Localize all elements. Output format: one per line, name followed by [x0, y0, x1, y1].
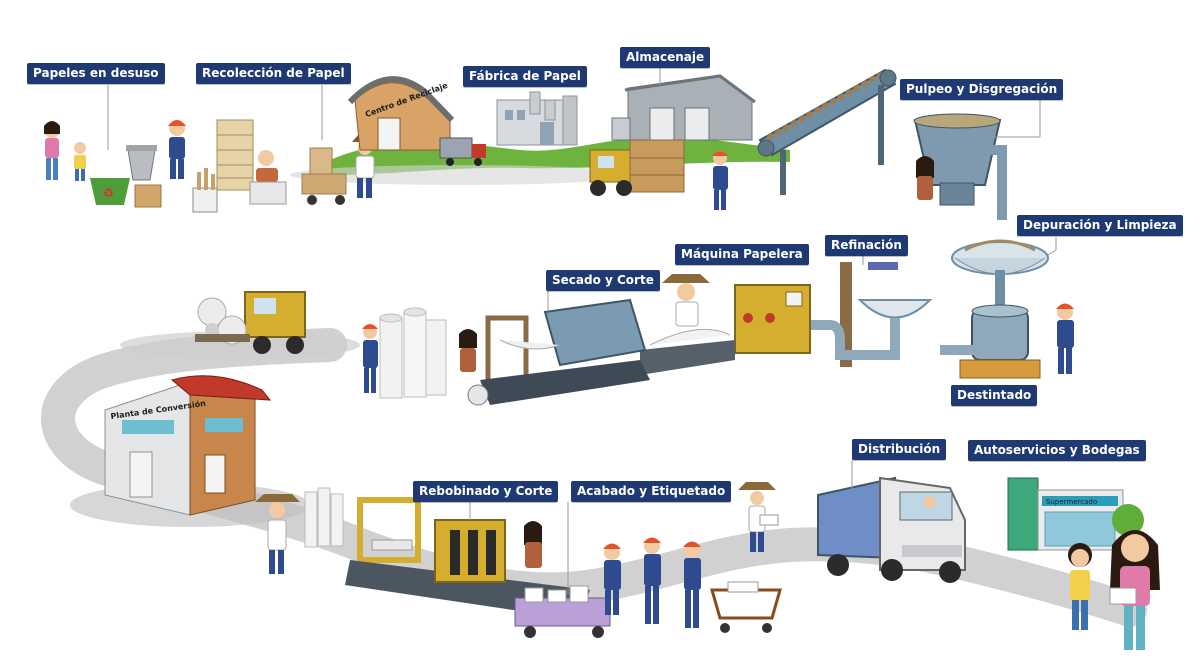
- pulper-tank: [913, 113, 1007, 220]
- label-depuracion-y-limpieza: Depuración y Limpieza: [1017, 215, 1183, 236]
- label-destintado: Destintado: [951, 385, 1038, 406]
- label-almacenaje: Almacenaje: [620, 47, 711, 68]
- workers-acabado: [603, 537, 701, 628]
- worker-warehouse: [712, 151, 728, 210]
- mother-and-child: [44, 121, 86, 181]
- worker-pulper: [916, 156, 934, 200]
- forklift-with-pallets: [589, 139, 685, 196]
- ground-shadow-top: [290, 165, 630, 185]
- worker-with-boxes: [738, 482, 779, 552]
- recycling-center-building: Centro de Reciclaje: [347, 76, 455, 151]
- shopper-child: [1068, 543, 1092, 630]
- cardboard-box: [134, 184, 162, 208]
- leader-lines: [107, 68, 1057, 595]
- worker-paper-machine: [662, 274, 710, 327]
- forklift-with-rolls: [195, 291, 306, 354]
- label-acabado-y-etiquetado: Acabado y Etiquetado: [571, 481, 732, 502]
- truck-red: [439, 137, 486, 166]
- conveyor-belt: [757, 68, 897, 195]
- cleaning-centrifuge: [951, 239, 1049, 310]
- svg-text:♻: ♻: [103, 186, 114, 200]
- label-fabrica-de-papel: Fábrica de Papel: [463, 66, 587, 87]
- worker-rebobinado: [524, 521, 542, 568]
- drying-cutting-machine: [467, 298, 650, 406]
- label-maquina-papelera: Máquina Papelera: [675, 244, 809, 265]
- label-rebobinado-y-corte: Rebobinado y Corte: [413, 481, 559, 502]
- shopper-woman: [1109, 530, 1160, 650]
- shopping-cart: [710, 581, 782, 633]
- label-secado-y-corte: Secado y Corte: [546, 270, 660, 291]
- paper-stack-tall: [216, 119, 254, 191]
- distribution-truck: [817, 476, 966, 583]
- recycling-worker-1: [168, 120, 186, 179]
- supermarket-sign: Supermercado: [1046, 498, 1097, 506]
- paper-rolls-stack: [379, 307, 447, 399]
- label-pulpeo-y-disgregacion: Pulpeo y Disgregación: [900, 79, 1064, 100]
- conversion-plant-building: Planta de Conversión: [104, 375, 272, 516]
- worker-sorting-paper: [249, 150, 287, 205]
- bin-with-tubes: [192, 168, 218, 213]
- supermarket-building: Supermercado: [1007, 477, 1144, 551]
- trash-can-metal: [126, 145, 157, 181]
- label-autoservicios-y-bodegas: Autoservicios y Bodegas: [968, 440, 1146, 461]
- paper-factory-building: [496, 91, 578, 146]
- deinking-tank: [959, 304, 1041, 379]
- worker-carrying-rolls: [255, 487, 344, 574]
- refiner-basin: [810, 262, 975, 367]
- worker-secado: [459, 329, 477, 372]
- warehouse-building: [611, 74, 756, 141]
- cutting-machine-yellow: [434, 519, 506, 583]
- label-papeles-en-desuso: Papeles en desuso: [27, 63, 165, 84]
- worker-deinking: [1056, 303, 1074, 374]
- label-distribucion: Distribución: [852, 439, 947, 460]
- paper-machine: [640, 284, 811, 375]
- label-recoleccion-de-papel: Recolección de Papel: [196, 63, 351, 84]
- worker-rolls: [362, 324, 378, 393]
- recycle-bin-green: ♻: [90, 178, 130, 205]
- label-refinacion: Refinación: [825, 235, 908, 256]
- hand-truck-with-boxes: [301, 147, 347, 205]
